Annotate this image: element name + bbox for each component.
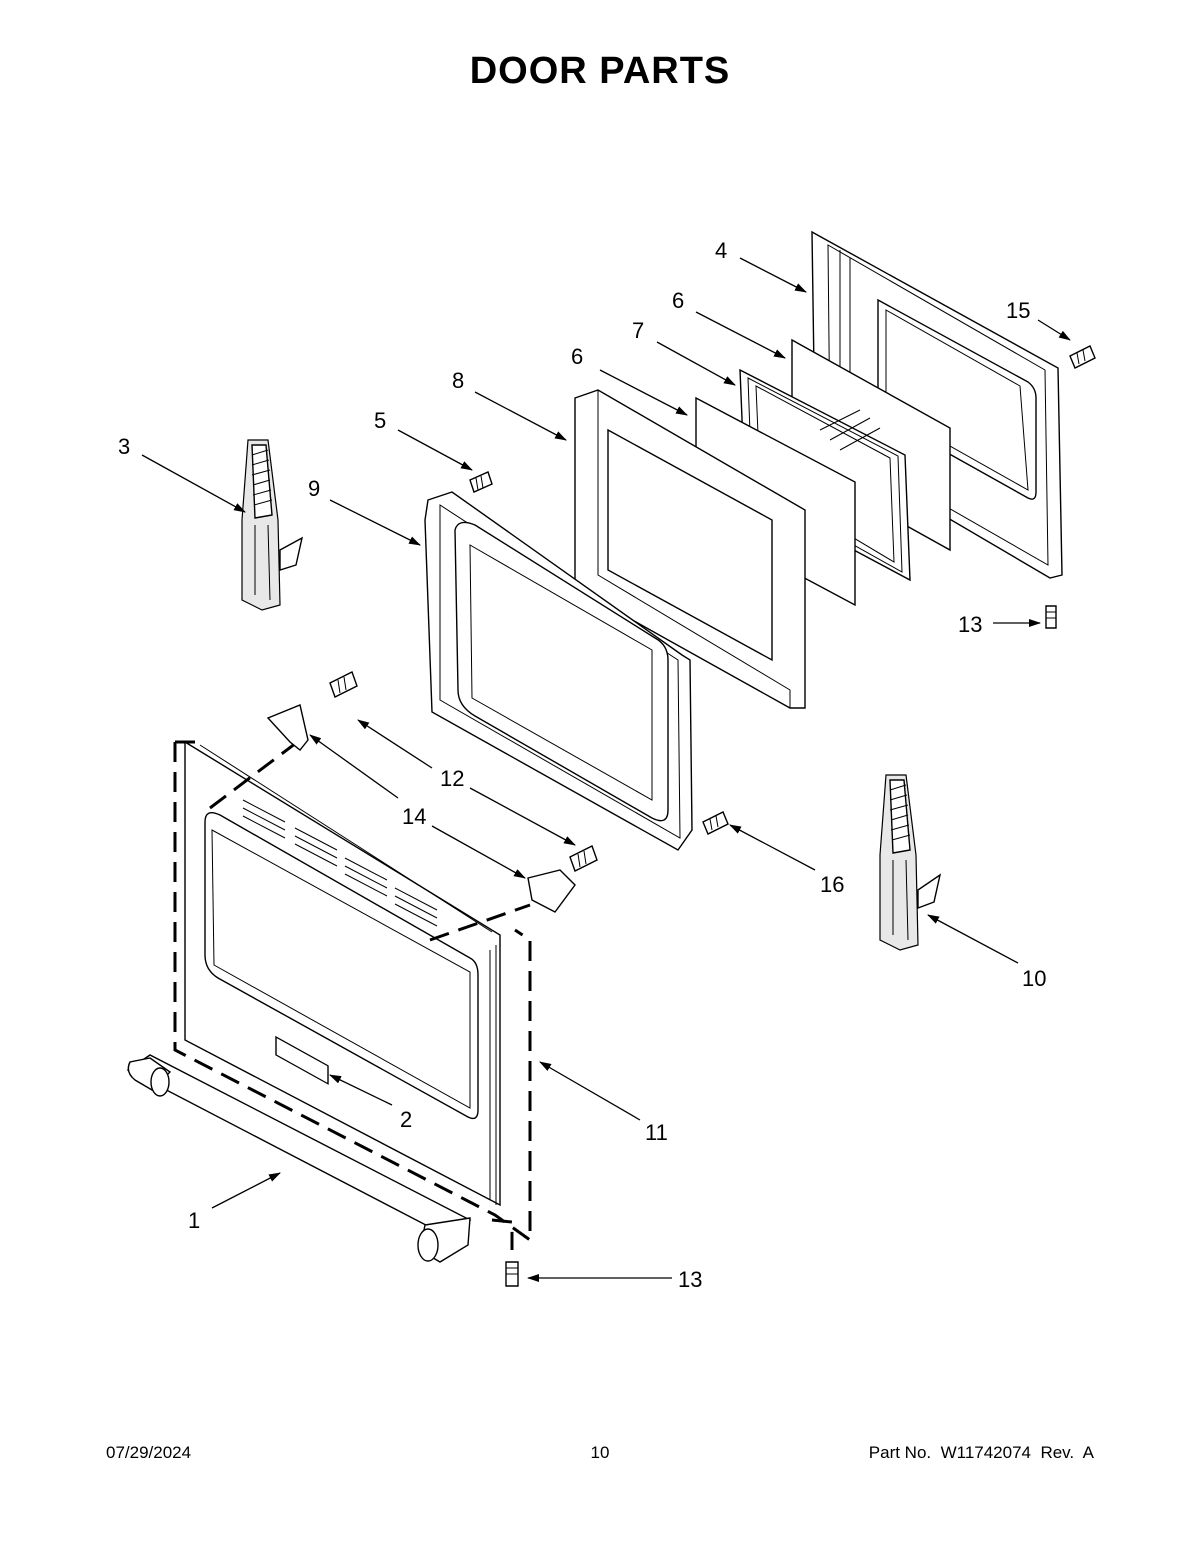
- callout-10: 10: [1022, 966, 1046, 991]
- callout-2: 2: [400, 1107, 412, 1132]
- hinge-left: [241, 439, 304, 611]
- brand-badge: [275, 1035, 329, 1085]
- leader-lines: [141, 257, 1071, 1282]
- page-title: DOOR PARTS: [469, 50, 731, 92]
- callout-1: 1: [188, 1208, 200, 1233]
- callout-15: 15: [1006, 298, 1030, 323]
- callout-11: 11: [645, 1120, 668, 1145]
- screw-5: [469, 471, 493, 493]
- callout-3: 3: [118, 434, 130, 459]
- callout-12: 12: [440, 766, 464, 791]
- screw-12-upper: [329, 671, 358, 698]
- footer-part-number: Part No. W11742074 Rev. A: [868, 1443, 1094, 1462]
- screw-13-lower: [505, 1261, 519, 1287]
- outer-door-assembly: [173, 738, 532, 1250]
- callout-8: 8: [452, 368, 464, 393]
- callout-13-lower: 13: [678, 1267, 702, 1292]
- callout-13-upper: 13: [958, 612, 982, 637]
- callout-9: 9: [308, 476, 320, 501]
- callout-7: 7: [632, 318, 644, 343]
- screw-13-upper: [1045, 605, 1057, 629]
- footer-page-number: 10: [590, 1443, 610, 1462]
- vent-slots: [242, 799, 438, 927]
- hinge-receptacle-lower: [527, 869, 576, 913]
- screw-16: [702, 811, 729, 835]
- callout-16: 16: [820, 872, 844, 897]
- hinge-right: [879, 774, 942, 951]
- inner-door-frame: [424, 491, 693, 851]
- callout-6-rear: 6: [672, 288, 684, 313]
- inner-door-panel: [811, 230, 1063, 579]
- screw-12-lower: [569, 845, 598, 872]
- insulation-frame: [574, 389, 806, 709]
- callout-5: 5: [374, 408, 386, 433]
- hinge-receptacle-upper: [266, 704, 309, 751]
- footer-date: 07/29/2024: [106, 1443, 192, 1462]
- screw-15: [1069, 345, 1096, 369]
- callout-6-front: 6: [571, 344, 583, 369]
- callout-14: 14: [402, 804, 426, 829]
- door-handle: [126, 1054, 472, 1263]
- callout-4: 4: [715, 238, 727, 263]
